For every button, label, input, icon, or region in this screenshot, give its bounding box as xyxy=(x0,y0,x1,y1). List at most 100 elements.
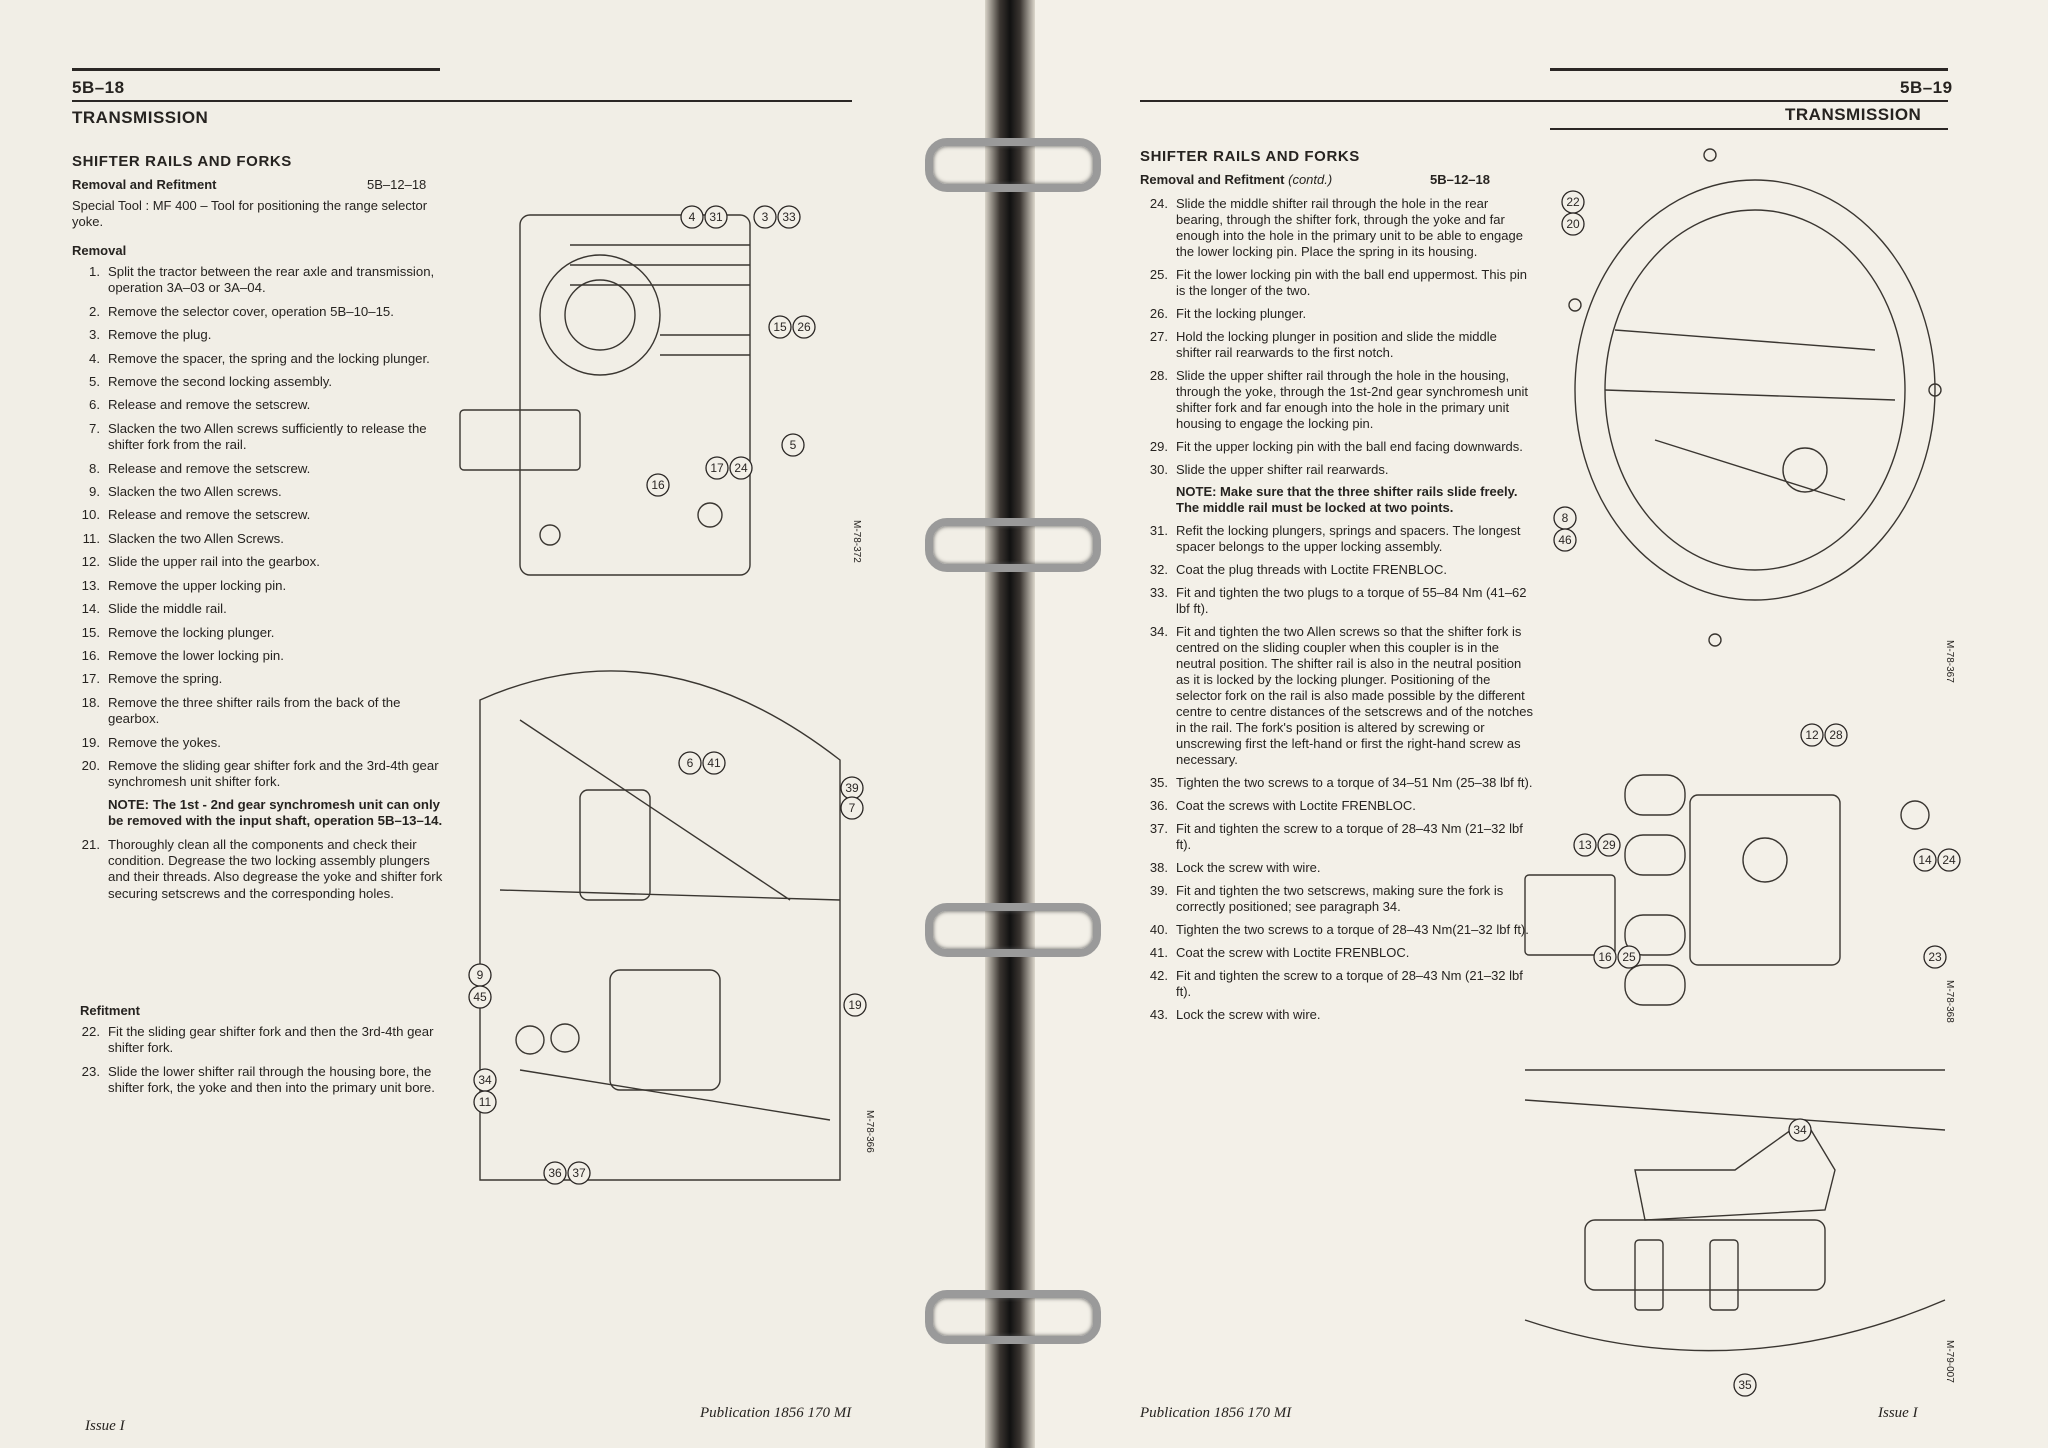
step-item: 28.Slide the upper shifter rail through … xyxy=(1140,368,1535,432)
callout-circle xyxy=(567,1161,591,1185)
step-item: 27.Hold the locking plunger in position … xyxy=(1140,329,1535,361)
step-text: Hold the locking plunger in position and… xyxy=(1176,329,1497,360)
step-text: Fit the lower locking pin with the ball … xyxy=(1176,267,1527,298)
footer-publication: Publication 1856 170 MI xyxy=(1140,1405,1292,1421)
step-text: Slacken the two Allen screws. xyxy=(108,484,282,500)
step-number: 39. xyxy=(1149,883,1168,898)
figure-code: M-78-368 xyxy=(1944,980,1955,1023)
step-item: 36.Coat the screws with Loctite FRENBLOC… xyxy=(1140,798,1535,814)
step-item: 1.Split the tractor between the rear axl… xyxy=(72,264,452,297)
step-text: Fit and tighten the two plugs to a torqu… xyxy=(1176,585,1527,616)
removal-heading: Removal xyxy=(72,243,127,258)
step-text: Fit the locking plunger. xyxy=(1176,306,1307,321)
header-rule xyxy=(72,68,440,71)
step-number: 22. xyxy=(81,1024,100,1039)
step-text: Remove the lower locking pin. xyxy=(108,647,284,663)
step-text: Remove the sliding gear shifter fork and… xyxy=(108,757,439,790)
callout-circle xyxy=(705,456,729,480)
step-item: 7.Slacken the two Allen screws sufficien… xyxy=(72,421,452,454)
step-number: 2. xyxy=(89,303,100,319)
callout-label: 15 xyxy=(773,320,787,334)
callout-circle xyxy=(1573,833,1597,857)
step-number: 33. xyxy=(1149,585,1168,600)
callout-label: 16 xyxy=(1598,950,1612,964)
step-text: Fit and tighten the two Allen screws so … xyxy=(1176,624,1533,767)
section-title: SHIFTER RAILS AND FORKS xyxy=(72,153,292,170)
step-text: Fit the sliding gear shifter fork and th… xyxy=(108,1024,434,1056)
callout-label: 7 xyxy=(849,801,856,815)
callout-label: 11 xyxy=(479,1095,492,1109)
step-item: 10.Release and remove the setscrew. xyxy=(72,507,452,523)
callout-label: 3 xyxy=(762,210,769,224)
callout-label: 8 xyxy=(1562,511,1569,525)
callout-label: 36 xyxy=(548,1166,562,1180)
step-number: 6. xyxy=(89,397,100,413)
step-item: 17.Remove the spring. xyxy=(72,671,452,687)
footer-publication: Publication 1856 170 MI xyxy=(700,1405,852,1421)
step-text: Coat the screws with Loctite FRENBLOC. xyxy=(1176,798,1416,813)
step-item: 15. Remove the locking plunger. xyxy=(72,625,452,641)
step-text: Slide the lower shifter rail through the… xyxy=(108,1063,435,1096)
step-text: Slide the middle shifter rail through th… xyxy=(1176,196,1523,259)
page-number: 5B–19 xyxy=(1900,78,1953,97)
step-item: 20.Remove the sliding gear shifter fork … xyxy=(72,758,452,830)
step-item: 6.Release and remove the setscrew. xyxy=(72,397,452,413)
callout-circle xyxy=(1561,212,1585,236)
step-number: 41. xyxy=(1149,945,1168,960)
step-item: 30.Slide the upper shifter rail rearward… xyxy=(1140,462,1535,516)
refitment-steps: 22. Fit the sliding gear shifter fork and… xyxy=(72,1024,452,1104)
step-item: 23.Slide the lower shifter rail through … xyxy=(72,1064,452,1097)
callout-label: 26 xyxy=(797,320,811,334)
step-number: 13. xyxy=(81,577,100,593)
step-number: 19. xyxy=(81,734,100,750)
step-text: Refit the locking plungers, springs and … xyxy=(1176,523,1521,554)
step-item: 42.Fit and tighten the screw to a torque… xyxy=(1140,968,1535,1000)
step-text: Fit and tighten the screw to a torque of… xyxy=(1176,968,1523,999)
step-number: 28. xyxy=(1149,368,1168,383)
step-text: Fit and tighten the screw to a torque of… xyxy=(1176,821,1523,852)
callout-label: 28 xyxy=(1829,728,1843,742)
step-number: 14. xyxy=(81,601,100,617)
step-item: 21.Thoroughly clean all the components a… xyxy=(72,837,452,903)
step-text: Remove the three shifter rails from the … xyxy=(108,694,401,727)
callout-circle xyxy=(777,205,801,229)
callout-label: 46 xyxy=(1558,533,1572,547)
step-number: 16. xyxy=(81,647,100,663)
step-number: 29. xyxy=(1149,439,1168,454)
step-text: Remove the plug. xyxy=(108,327,212,343)
header-title: TRANSMISSION xyxy=(1785,105,1922,124)
step-item: 43.Lock the screw with wire. xyxy=(1140,1007,1535,1023)
callout-label: 12 xyxy=(1805,728,1819,742)
binder-ring xyxy=(925,518,1101,572)
step-text: Lock the screw with wire. xyxy=(1176,1007,1321,1022)
step-text: Tighten the two screws to a torque of 28… xyxy=(1176,922,1529,937)
subsection-title: Removal and Refitment xyxy=(72,177,217,192)
step-text: Split the tractor between the rear axle … xyxy=(108,264,435,296)
operation-number: 5B–12–18 xyxy=(367,177,427,192)
step-text: Remove the spacer, the spring and the lo… xyxy=(108,350,430,366)
step-item: 39.Fit and tighten the two setscrews, ma… xyxy=(1140,883,1535,915)
step-number: 9. xyxy=(89,484,100,500)
subsection-title: Removal and Refitment (contd.) xyxy=(1140,172,1332,187)
step-number: 15. xyxy=(81,624,100,640)
callout-circle xyxy=(1597,833,1621,857)
step-text: Thoroughly clean all the components and … xyxy=(108,836,443,901)
callout-label: 29 xyxy=(1602,838,1616,852)
step-number: 12. xyxy=(81,554,100,570)
step-item: 2. Remove the selector cover, operation 5… xyxy=(72,304,452,320)
step-number: 5. xyxy=(89,374,100,390)
callout-circle xyxy=(1913,848,1937,872)
subsection-contd: (contd.) xyxy=(1288,172,1333,187)
callout-circle xyxy=(840,796,864,820)
callout-label: 14 xyxy=(1918,853,1932,867)
step-text: Remove the selector cover, operation 5B–… xyxy=(108,303,394,319)
callout-label: 34 xyxy=(478,1073,492,1087)
figure-code: M-79-007 xyxy=(1944,1340,1955,1383)
callout-circle xyxy=(1733,1373,1757,1397)
callout-circle xyxy=(680,205,704,229)
step-item: 32.Coat the plug threads with Loctite FR… xyxy=(1140,562,1535,578)
callout-circle xyxy=(792,315,816,339)
step-text: Remove the locking plunger. xyxy=(108,624,275,640)
callout-circle xyxy=(1800,723,1824,747)
